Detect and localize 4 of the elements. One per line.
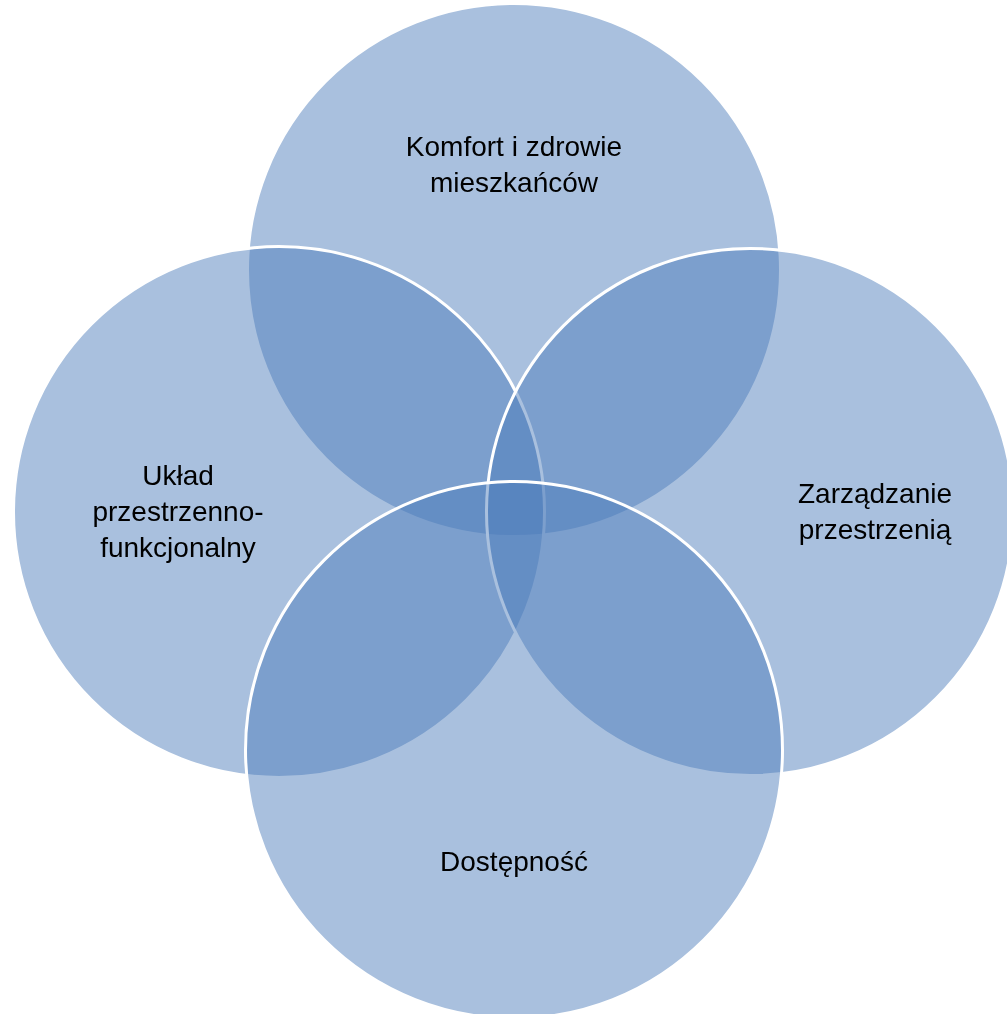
circle-label: Dostępność: [439, 845, 589, 879]
circle-label: Układ przestrzenno-funkcjonalny: [91, 459, 265, 565]
circle-label: Komfort i zdrowie mieszkańców: [404, 130, 624, 200]
circle-label: Zarządzanie przestrzenią: [796, 477, 954, 547]
